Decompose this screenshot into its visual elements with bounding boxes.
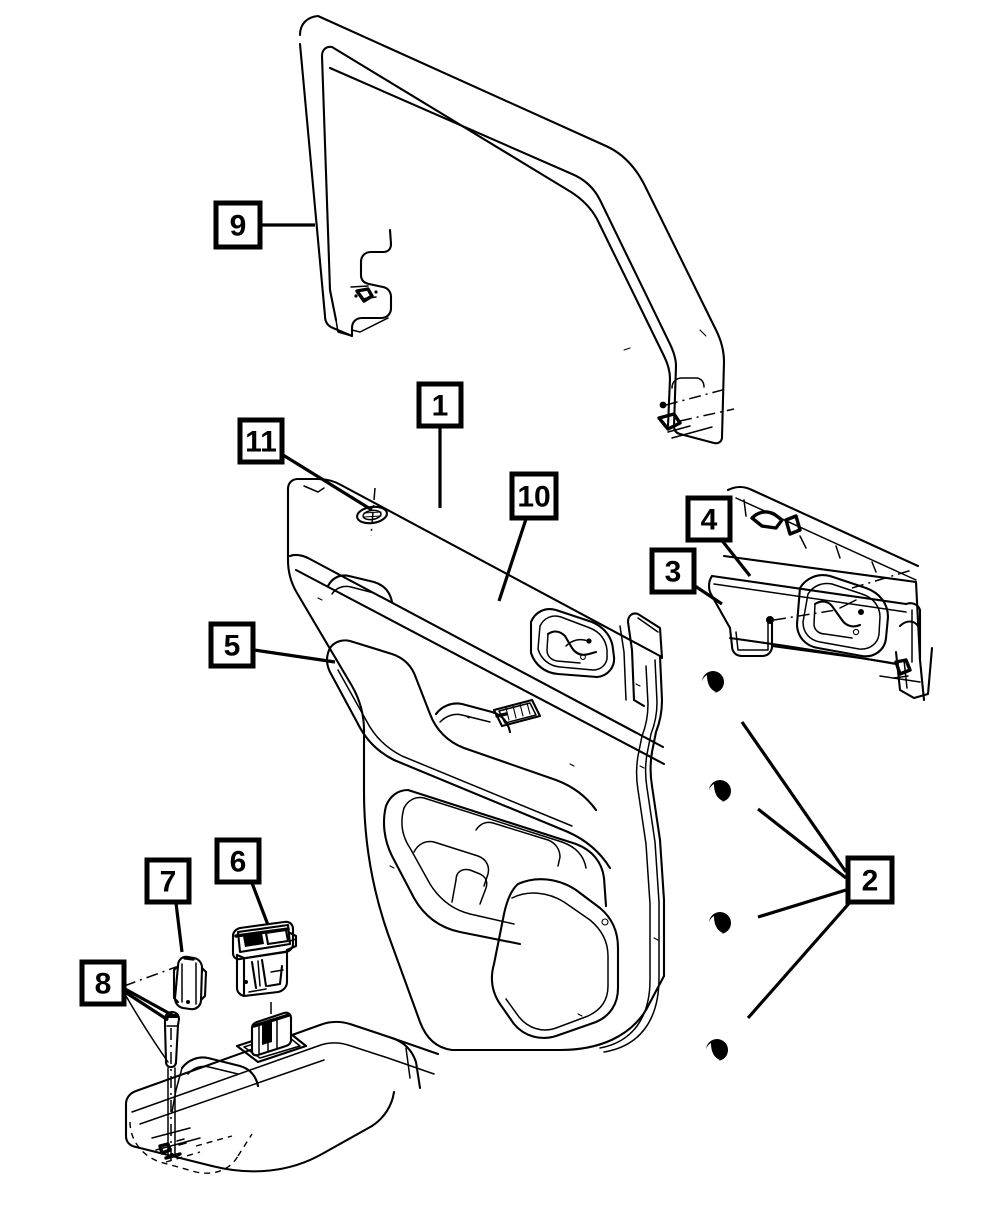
callout-2-label: 2 [862, 865, 879, 898]
fastener-4 [705, 1039, 728, 1062]
callout-7[interactable]: 7 [144, 857, 192, 905]
callout-4-label: 4 [701, 504, 718, 537]
armrest-detail-view [124, 1002, 440, 1174]
callout-11-label: 11 [245, 426, 277, 459]
callout-3-leader [691, 582, 723, 606]
callout-10[interactable]: 10 [509, 471, 559, 521]
callout-7-leader [174, 902, 184, 953]
callout-1-label: 1 [432, 390, 449, 423]
garnish-clip-left [350, 285, 378, 303]
fastener-1 [701, 671, 724, 694]
callout-9-label: 9 [230, 210, 247, 243]
fastener-2 [708, 780, 731, 803]
tweeter-speaker-grille [356, 487, 388, 537]
callout-10-leader [497, 518, 528, 602]
callout-2[interactable]: 2 [845, 855, 895, 905]
power-window-switch [231, 920, 298, 998]
callout-1[interactable]: 1 [416, 381, 464, 429]
callout-8[interactable]: 8 [79, 959, 127, 1007]
callout-5[interactable]: 5 [208, 621, 256, 669]
callout-9[interactable]: 9 [213, 200, 263, 250]
callout-4[interactable]: 4 [685, 495, 733, 543]
inner-handle-detail-view [707, 485, 934, 702]
callout-5-leader [253, 648, 336, 664]
switch-in-armrest-detail [250, 1011, 293, 1057]
garnish-clip-right [657, 377, 735, 439]
switch-bezel-on-panel [492, 698, 542, 728]
push-pin-fasteners [701, 671, 731, 1062]
inner-door-handle [529, 608, 616, 679]
callout-3-label: 3 [665, 556, 682, 589]
callout-11-leader [282, 453, 373, 512]
callout-8-label: 8 [95, 968, 112, 1001]
callout-2-leaders [740, 721, 854, 1020]
callout-6-label: 6 [230, 846, 247, 879]
callout-4-leader [718, 537, 752, 577]
callout-5-label: 5 [224, 630, 241, 663]
switch-retainer-clip [172, 955, 208, 1011]
callout-6[interactable]: 6 [214, 837, 262, 885]
callout-11[interactable]: 11 [237, 417, 285, 465]
callout-6-leader [250, 882, 270, 926]
callout-10-label: 10 [517, 481, 550, 514]
callout-3[interactable]: 3 [649, 547, 697, 595]
callout-7-label: 7 [160, 866, 177, 899]
door-trim-panel [286, 477, 666, 1053]
callout-8-leaders [123, 966, 177, 1063]
window-frame-garnish-molding [298, 14, 735, 445]
fastener-3 [708, 912, 731, 935]
